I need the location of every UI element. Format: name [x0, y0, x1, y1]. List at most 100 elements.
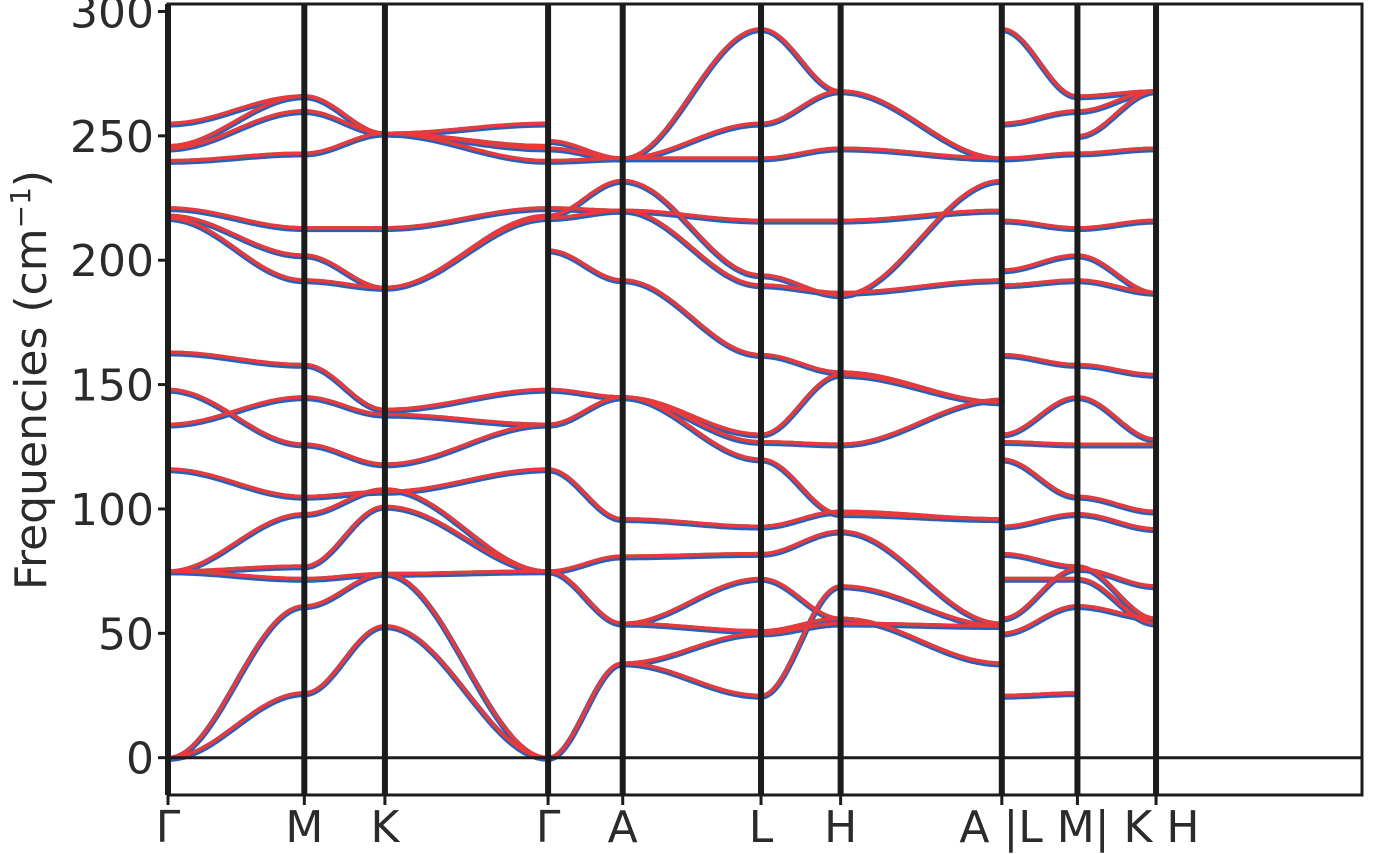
band-1-seg6-1: [838, 621, 1004, 628]
band-1-seg0-13: [166, 109, 307, 151]
band-1-seg7-15: [1000, 27, 1080, 98]
band-1-seg5-8: [759, 457, 843, 516]
band-1-seg4-12: [620, 208, 763, 287]
band-1-seg7-11: [1000, 278, 1080, 287]
band-1-seg7-6: [1000, 457, 1080, 499]
band-1-seg7-3: [1000, 566, 1080, 621]
band-1-seg7-9: [1000, 352, 1080, 367]
y-axis-title-close: ): [6, 170, 57, 187]
band-1-seg0-0: [166, 691, 307, 760]
band-1-seg3-11: [546, 178, 625, 218]
x-tick-label-1: M: [285, 802, 323, 853]
band-1-seg8-7: [1075, 395, 1158, 442]
band-1-seg1-10: [302, 253, 387, 290]
band-1-seg2-8: [383, 387, 550, 412]
band-1-seg3-12: [546, 206, 625, 213]
x-tick-label-4: A: [608, 802, 638, 853]
y-tick-label-200: 200: [70, 236, 154, 287]
y-axis-title-main: Frequencies (cm: [6, 228, 57, 590]
y-tick-label-300: 300: [70, 0, 154, 38]
band-1-seg8-4: [1075, 512, 1158, 531]
band-1-seg6-8: [838, 512, 1004, 521]
y-tick-label-50: 50: [98, 609, 154, 660]
band-1-seg4-1: [620, 631, 763, 665]
band-1-seg7-1: [1000, 604, 1080, 636]
band-1-seg4-5: [620, 517, 763, 529]
band-1-seg4-9: [620, 278, 763, 357]
band-1-seg5-15: [759, 27, 843, 93]
band-1-seg4-14: [620, 121, 763, 160]
band-1-seg5-5: [759, 509, 843, 529]
band-1-seg2-10: [383, 213, 550, 290]
y-tick-label-150: 150: [70, 361, 154, 412]
band-1-seg7-13: [1000, 151, 1080, 160]
band-1-seg7-5: [1000, 512, 1080, 529]
y-axis-title: Frequencies (cm−1): [4, 170, 57, 590]
band-1-seg0-15: [166, 94, 307, 126]
band-1-seg4-3: [620, 576, 763, 626]
band-1-seg0-9: [166, 216, 307, 282]
band-1-seg7-12: [1000, 218, 1080, 230]
band-1-seg7-7: [1000, 440, 1080, 447]
band-1-seg3-5: [546, 467, 625, 521]
band-1-seg1-5: [302, 489, 387, 499]
plot-border: [166, 2, 1364, 797]
x-tick-label-3: Γ: [536, 802, 561, 853]
band-1-seg1-4: [302, 504, 387, 568]
band-1-seg6-0: [838, 584, 1004, 628]
band-1-seg1-15: [302, 94, 387, 136]
band-1-seg2-6: [383, 412, 550, 427]
band-1-seg2-1: [383, 571, 550, 760]
band-1-seg0-11: [166, 206, 307, 230]
band-1-seg5-2: [759, 616, 843, 633]
band-1-seg8-11: [1075, 218, 1158, 230]
band-1-seg8-15: [1075, 89, 1158, 138]
band-1-seg0-5: [166, 467, 307, 499]
band-1-seg4-4: [620, 551, 763, 558]
band-1-seg2-3: [383, 487, 550, 573]
band-1-seg5-6: [759, 372, 843, 437]
band-1-seg4-0: [620, 661, 763, 698]
y-tick-label-250: 250: [70, 112, 154, 163]
band-1-seg4-10: [620, 208, 763, 223]
band-1-seg2-7: [383, 422, 550, 466]
band-1-seg0-4: [166, 564, 307, 573]
band-1-seg8-8: [1075, 362, 1158, 377]
band-series-0: [165, 27, 1159, 762]
band-1-seg8-0: [1075, 604, 1158, 621]
x-tick-label-7: A |L M| K H: [959, 802, 1199, 853]
band-1-seg6-11: [838, 178, 1004, 297]
band-1-seg0-3: [166, 512, 307, 573]
band-1-seg5-14: [759, 89, 843, 126]
band-1-seg8-10: [1075, 253, 1158, 295]
y-axis-title-superscript: −1: [4, 187, 37, 228]
band-1-seg7-14: [1000, 109, 1080, 126]
band-1-seg5-12: [759, 283, 843, 295]
band-1-seg2-11: [383, 206, 550, 230]
band-1-seg5-7: [759, 440, 843, 447]
band-1-seg2-4: [383, 504, 550, 573]
band-1-seg3-3: [546, 569, 625, 626]
band-1-seg6-7: [838, 397, 1004, 447]
band-1-seg1-12: [302, 131, 387, 155]
band-1-seg7-10: [1000, 253, 1080, 272]
band-1-seg0-1: [166, 604, 307, 760]
band-1-seg3-1: [546, 661, 625, 760]
plot-frame: [166, 2, 1364, 797]
bands-layer: [165, 27, 1159, 762]
band-1-seg8-12: [1075, 146, 1158, 155]
band-1-seg6-15: [838, 89, 1004, 160]
band-1-seg4-15: [620, 27, 763, 160]
band-1-seg7-4: [1000, 551, 1080, 568]
band-1-seg6-9: [838, 370, 1004, 404]
band-1-seg2-5: [383, 467, 550, 494]
y-tick-label-0: 0: [126, 734, 154, 785]
x-tick-label-6: H: [824, 802, 857, 853]
band-1-seg5-0: [759, 584, 843, 698]
band-1-seg4-8: [620, 395, 763, 461]
band-1-seg7-8: [1000, 395, 1080, 437]
band-1-seg5-13: [759, 146, 843, 160]
band-1-seg3-8: [546, 387, 625, 399]
